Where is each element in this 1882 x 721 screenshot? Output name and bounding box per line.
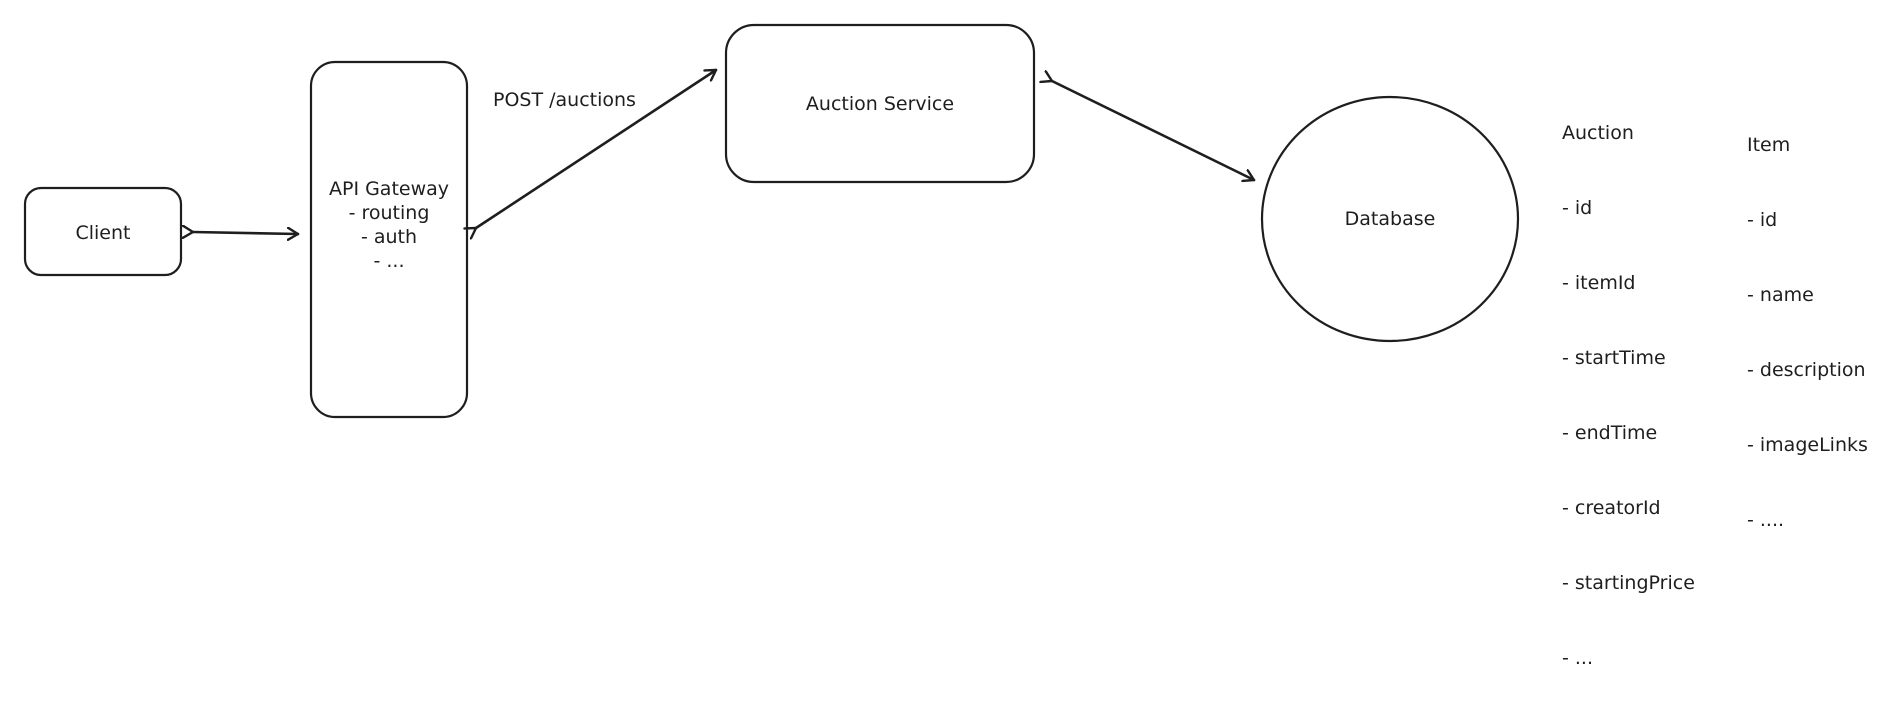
- api-gateway-line-routing: - routing: [348, 202, 430, 224]
- auction-field-more: - ...: [1562, 647, 1594, 669]
- auction-entity-title: Auction: [1562, 122, 1634, 144]
- item-field-description: - description: [1747, 359, 1866, 381]
- item-entity-title: Item: [1747, 134, 1791, 156]
- gateway-auction-arrow[interactable]: [476, 68, 718, 228]
- api-gateway-label: API Gateway - routing - auth - ...: [311, 177, 467, 273]
- item-field-name: - name: [1747, 284, 1814, 306]
- auction-service-box[interactable]: [724, 23, 1036, 184]
- diagram-canvas: Client API Gateway - routing - auth - ..…: [23, 23, 1868, 669]
- client-box[interactable]: [23, 186, 183, 277]
- auction-field-startingprice: - startingPrice: [1562, 572, 1695, 594]
- post-auctions-edge-label: POST /auctions: [493, 89, 636, 111]
- database-circle[interactable]: [1260, 95, 1520, 343]
- item-field-id: - id: [1747, 209, 1778, 231]
- item-field-more: - ....: [1747, 509, 1785, 531]
- api-gateway-title: API Gateway: [328, 178, 450, 200]
- api-gateway-line-auth: - auth: [360, 226, 418, 248]
- auction-service-label: Auction Service: [805, 93, 955, 115]
- item-field-imagelinks: - imageLinks: [1747, 434, 1868, 456]
- auction-entity: Auction - id - itemId - startTime - endT…: [1562, 71, 1695, 721]
- item-entity: Item - id - name - description - imageLi…: [1747, 83, 1868, 583]
- auction-field-itemid: - itemId: [1562, 272, 1636, 294]
- auction-field-id: - id: [1562, 197, 1593, 219]
- client-label: Client: [75, 222, 131, 244]
- database-label: Database: [1344, 208, 1436, 230]
- auction-field-creatorid: - creatorId: [1562, 497, 1661, 519]
- auction-field-endtime: - endTime: [1562, 422, 1658, 444]
- auction-database-arrow[interactable]: [1052, 81, 1256, 180]
- client-gateway-arrow[interactable]: [193, 232, 300, 234]
- auction-field-starttime: - startTime: [1562, 347, 1666, 369]
- api-gateway-line-more: - ...: [373, 250, 405, 272]
- diagram-shapes: [23, 23, 1520, 419]
